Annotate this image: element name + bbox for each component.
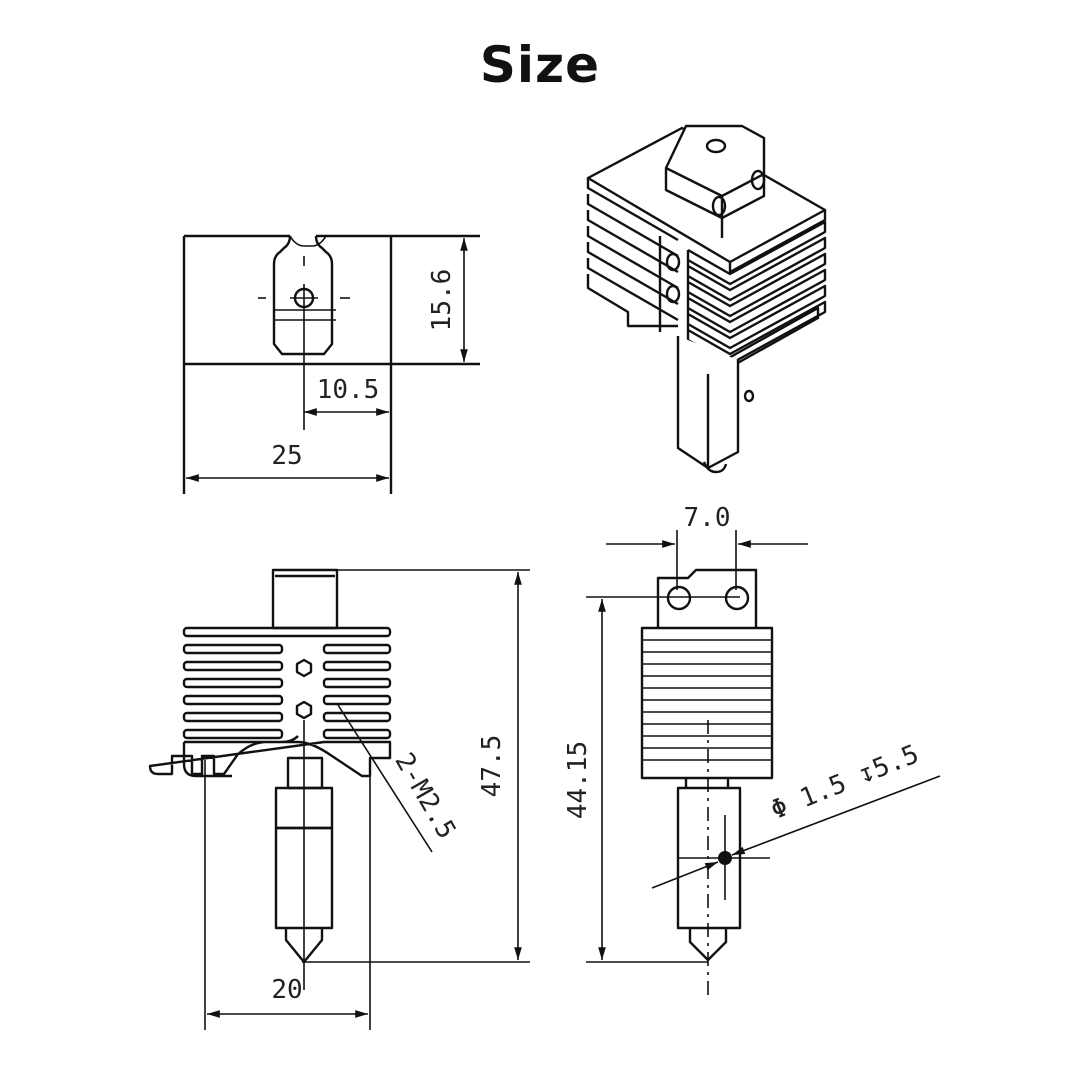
top-view: 15.6 10.5 25 [182,234,480,494]
page-title: Size [479,36,601,94]
dim-7-0: 7.0 [684,503,731,533]
front-view: 2-M2.5 47.5 20 [148,568,530,1030]
dim-47-5: 47.5 [477,735,507,798]
dim-2-m2-5: 2-M2.5 [388,748,461,844]
dim-25: 25 [271,441,302,471]
dim-10-5: 10.5 [317,375,380,405]
dim-15-6: 15.6 [427,269,457,332]
dim-44-15: 44.15 [563,741,593,819]
isometric-view [586,124,827,474]
dim-20: 20 [271,975,302,1005]
side-view: 7.0 Φ 1.5 ↧5.5 44.15 [563,503,941,1000]
